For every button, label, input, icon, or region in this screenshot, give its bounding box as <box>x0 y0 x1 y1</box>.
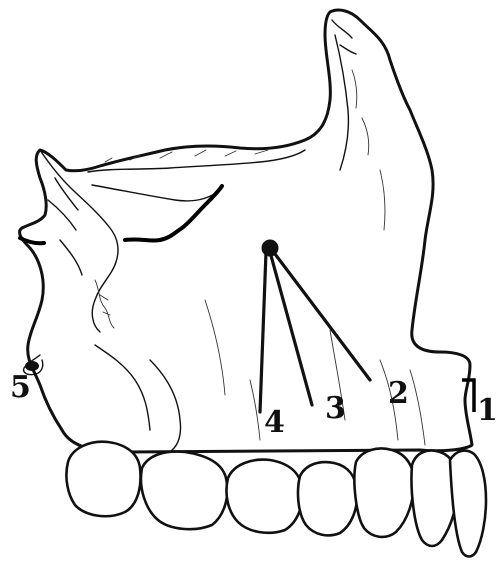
label-5: 5 <box>10 370 31 405</box>
label-4: 4 <box>264 405 285 440</box>
label-3: 3 <box>325 391 346 426</box>
tooth-molar-2 <box>141 452 227 530</box>
tooth-premolar-1 <box>354 449 414 537</box>
tooth-molar-3 <box>66 442 140 517</box>
label-2: 2 <box>388 376 409 411</box>
tooth-incisor <box>450 451 486 557</box>
teeth-row <box>66 442 486 557</box>
tooth-premolar-2 <box>298 462 357 535</box>
label-1: 1 <box>477 393 498 428</box>
tooth-molar-1 <box>226 460 302 533</box>
